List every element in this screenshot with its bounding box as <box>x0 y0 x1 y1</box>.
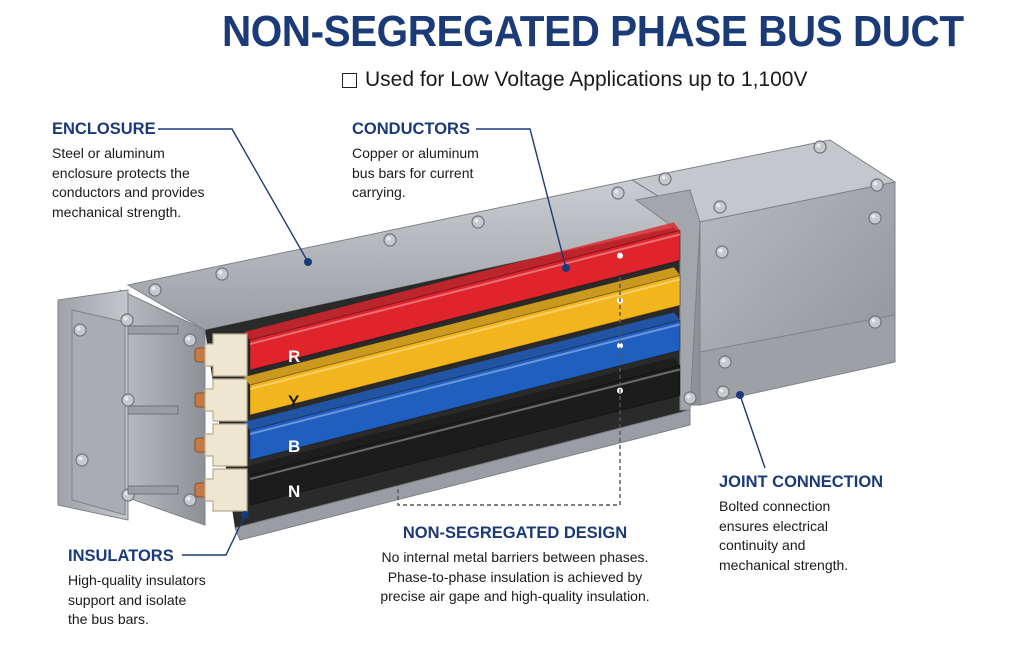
insulator-block <box>204 378 248 422</box>
bus-bar-b: B <box>194 312 681 467</box>
bolt-icon <box>713 200 727 214</box>
callout-insulators-heading: INSULATORS <box>68 547 174 565</box>
leader-nonseg <box>397 270 621 506</box>
conductor-group: R Y B N <box>194 222 681 512</box>
leader-joint <box>739 394 766 469</box>
bus-bar-r: R <box>194 222 681 377</box>
bolt-icon <box>716 385 730 399</box>
insulator-block <box>204 333 248 377</box>
bolt-icon <box>183 333 197 347</box>
bolt-icon <box>813 140 827 154</box>
bolt-icon <box>868 211 882 225</box>
callout-joint-text: Bolted connection ensures electrical con… <box>719 498 849 573</box>
phase-label-b: B <box>288 437 300 456</box>
leader-dots <box>241 258 744 519</box>
bolt-icon <box>120 313 134 327</box>
bolt-icon <box>658 172 672 186</box>
leader-lines <box>158 128 766 556</box>
callout-enclosure: ENCLOSURE Steel or aluminum enclosure pr… <box>52 119 205 222</box>
bolt-icon <box>73 323 87 337</box>
bolt-icon <box>148 283 162 297</box>
threaded-rod <box>127 485 179 495</box>
bolt-icon <box>383 233 397 247</box>
callout-nonseg-heading: NON-SEGREGATED DESIGN <box>402 524 628 542</box>
bolt-icon <box>718 355 732 369</box>
callout-conductors-text: Copper or aluminum bus bars for current … <box>352 145 479 200</box>
callout-non-segregated-design: NON-SEGREGATED DESIGN No internal metal … <box>365 523 665 607</box>
leader-enclosure <box>158 128 309 263</box>
diagram-subtitle: Used for Low Voltage Applications up to … <box>342 66 807 94</box>
callout-joint-connection: JOINT CONNECTION Bolted connection ensur… <box>719 472 883 575</box>
bolt-icon <box>683 391 697 405</box>
bolt-icon <box>183 493 197 507</box>
leader-insulators <box>182 514 246 556</box>
callout-joint-heading: JOINT CONNECTION <box>719 473 884 491</box>
leader-conductors <box>476 128 567 269</box>
callout-enclosure-heading: ENCLOSURE <box>52 120 156 138</box>
insulator-block <box>204 468 248 512</box>
bolt-icon <box>611 186 625 200</box>
callout-insulators-text: High-quality insulators support and isol… <box>68 572 206 627</box>
checkbox-icon <box>342 72 357 88</box>
callout-insulators: INSULATORS High-quality insulators suppo… <box>68 546 206 630</box>
bolt-icon <box>215 267 229 281</box>
callout-conductors: CONDUCTORS Copper or aluminum bus bars f… <box>352 119 479 203</box>
bolt-icon <box>471 215 485 229</box>
bolt-icon <box>870 178 884 192</box>
callout-conductors-heading: CONDUCTORS <box>352 120 470 138</box>
subtitle-text: Used for Low Voltage Applications up to … <box>365 68 808 91</box>
phase-label-r: R <box>288 347 300 366</box>
bolt-icon <box>75 453 89 467</box>
phase-label-y: Y <box>288 392 300 411</box>
threaded-rod <box>127 325 179 335</box>
callout-nonseg-text: No internal metal barriers between phase… <box>380 549 650 604</box>
insulator-block <box>204 423 248 467</box>
bolt-icon <box>868 315 882 329</box>
bus-bar-n: N <box>194 357 681 512</box>
bolt-group <box>73 140 884 507</box>
bolt-icon <box>121 393 135 407</box>
callout-enclosure-text: Steel or aluminum enclosure protects the… <box>52 145 205 220</box>
diagram-title: NON-SEGREGATED PHASE BUS DUCT <box>222 7 964 56</box>
bolt-icon <box>715 245 729 259</box>
threaded-rod <box>127 405 179 415</box>
phase-label-n: N <box>288 482 300 501</box>
bus-bar-y: Y <box>194 267 681 422</box>
